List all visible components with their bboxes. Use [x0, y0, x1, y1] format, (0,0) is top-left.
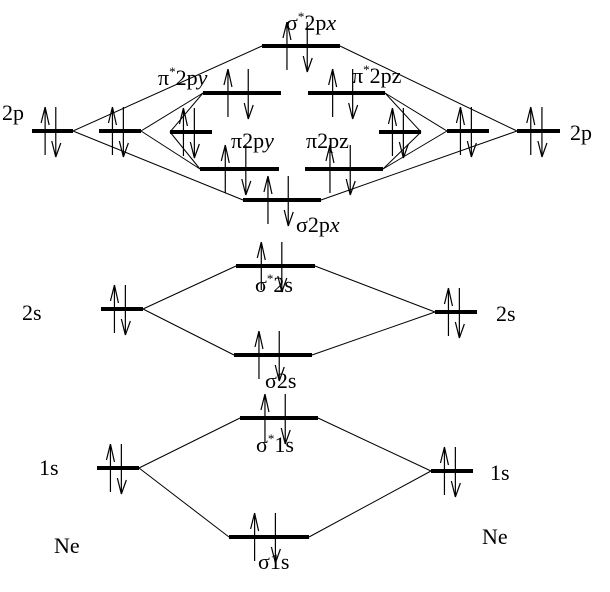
electron-down-arrow: [277, 242, 288, 293]
electron-down-arrow: [345, 145, 356, 196]
electron-up-arrow: [223, 68, 233, 117]
connector-line: [142, 265, 237, 310]
connector-line: [317, 417, 432, 472]
electron-down-arrow: [120, 285, 131, 336]
electron-up-arrow: [178, 107, 189, 156]
electron-up-arrow: [220, 144, 230, 193]
electron-down-arrow: [51, 107, 62, 158]
label-left-2p: 2p: [2, 100, 24, 125]
electron-up-arrow: [443, 287, 454, 336]
label-right-2s: 2s: [496, 301, 516, 326]
electron-down-arrow: [454, 288, 465, 339]
electron-up-arrow: [455, 106, 466, 155]
label-pi-2py: π2py: [231, 128, 274, 153]
electron-down-arrow: [189, 108, 200, 159]
connector-line: [384, 92, 448, 132]
electron-down-arrow: [241, 145, 252, 196]
label-left-1s: 1s: [39, 455, 59, 480]
label-left-atom: Ne: [54, 533, 80, 558]
electron-down-arrow: [450, 447, 461, 498]
connector-line: [311, 311, 436, 356]
connector-line: [142, 308, 235, 356]
electron-up-arrow: [282, 21, 292, 70]
connector-line: [138, 417, 241, 469]
connector-line: [308, 470, 432, 538]
electron-down-arrow: [537, 107, 548, 158]
electron-up-arrow: [526, 106, 536, 155]
electron-down-arrow: [302, 22, 313, 73]
label-sigma-1s: σ1s: [258, 549, 289, 574]
electron-up-arrow: [263, 175, 273, 224]
label-sigma-star-2px: σ*2px: [286, 9, 336, 35]
electron-arrows: [40, 21, 548, 564]
electron-up-arrow: [439, 446, 450, 495]
electron-up-arrow: [254, 330, 264, 379]
electron-up-arrow: [328, 68, 338, 117]
connector-line: [72, 45, 263, 132]
electron-up-arrow: [256, 241, 266, 290]
connector-line: [138, 467, 230, 538]
label-pi-2pz: π2pz: [306, 128, 349, 153]
electron-down-arrow: [348, 69, 359, 120]
electron-up-arrow: [250, 512, 260, 561]
electron-up-arrow: [105, 443, 116, 492]
connector-line: [72, 130, 244, 201]
label-sigma-2s: σ2s: [265, 368, 296, 393]
electron-down-arrow: [398, 108, 409, 159]
connector-line: [169, 131, 201, 170]
electron-up-arrow: [40, 106, 50, 155]
label-left-2s: 2s: [22, 300, 42, 325]
electron-down-arrow: [283, 176, 294, 227]
labels: σ*2px π*2py π*2pz π2py π2pz σ2px σ*2s σ2…: [2, 9, 592, 574]
label-right-2p: 2p: [570, 120, 592, 145]
connector-line: [140, 130, 201, 170]
electron-up-arrow: [109, 284, 120, 333]
electron-up-arrow: [260, 393, 270, 442]
electron-down-arrow: [280, 394, 291, 445]
electron-down-arrow: [274, 331, 285, 382]
label-sigma-star-1s: σ*1s: [256, 431, 294, 457]
electron-up-arrow: [387, 107, 398, 156]
electron-up-arrow: [107, 106, 118, 155]
electron-down-arrow: [466, 107, 477, 158]
label-sigma-2px: σ2px: [296, 212, 340, 237]
connector-line: [320, 130, 518, 201]
electron-up-arrow: [325, 144, 335, 193]
electron-down-arrow: [116, 444, 127, 495]
label-pi-star-2pz: π*2pz: [352, 62, 402, 88]
label-sigma-star-2s: σ*2s: [255, 271, 293, 297]
connector-lines: [72, 45, 518, 538]
electron-down-arrow: [270, 513, 281, 564]
connector-line: [140, 92, 204, 132]
electron-down-arrow: [243, 69, 254, 120]
label-pi-star-2py: π*2py: [158, 64, 208, 90]
connector-line: [314, 265, 436, 313]
connector-line: [169, 92, 204, 133]
label-right-atom: Ne: [482, 524, 508, 549]
connector-line: [339, 45, 518, 132]
label-right-1s: 1s: [490, 460, 510, 485]
electron-down-arrow: [118, 107, 129, 158]
energy-levels: [32, 44, 560, 539]
connector-line: [382, 130, 448, 170]
